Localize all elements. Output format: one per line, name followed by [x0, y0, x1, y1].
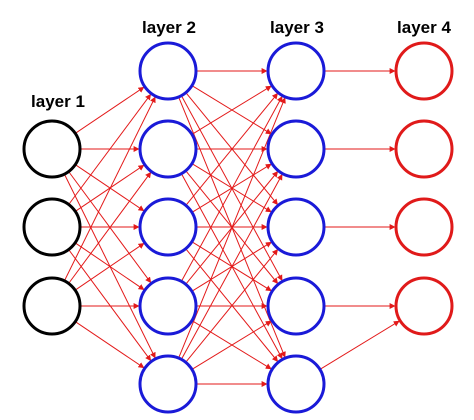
edge-l2n5-l3n4: [191, 320, 272, 370]
neuron-layer2-node5: [138, 354, 198, 414]
neuron-layer2-node4: [138, 276, 198, 336]
edge-l1n2-l2n5: [68, 249, 152, 362]
neuron-layer2-node3: [138, 197, 198, 257]
edge-l2n3-l3n5: [185, 248, 279, 362]
edge-l1n3-l2n2: [68, 171, 152, 284]
neuron-layer1-node1: [22, 119, 82, 179]
neuron-layer4-node4: [394, 276, 454, 336]
edge-l2n2-l3n1: [191, 85, 272, 135]
neuron-layer2-node1: [138, 41, 198, 101]
edge-l1n1-l2n1: [74, 86, 145, 134]
edge-l1n3-l2n3: [74, 242, 145, 291]
neuron-layer4-node2: [394, 119, 454, 179]
edge-l1n3-l2n1: [63, 96, 156, 282]
edge-l1n2-l2n2: [74, 164, 145, 212]
connections: [63, 68, 400, 387]
layer-2-label: layer 2: [142, 18, 196, 37]
neuron-layer3-node1: [266, 41, 326, 101]
neuron-layer3-node5: [266, 354, 326, 414]
neuron-layer4-node1: [394, 41, 454, 101]
edge-l2n5-l3n1: [178, 97, 286, 359]
edge-l2n3-l3n1: [185, 92, 278, 206]
neuron-layer1-node3: [22, 276, 82, 336]
neuron-layer3-node3: [266, 197, 326, 257]
edge-l2n4-l3n1: [180, 95, 283, 282]
layer-3-label: layer 3: [270, 18, 324, 37]
edge-l2n3-l3n2: [191, 163, 272, 213]
neuron-layer4-node3: [394, 197, 454, 257]
neuron-layer3-node4: [266, 276, 326, 336]
neuron-layer2-node2: [138, 119, 198, 179]
layer-4-label: layer 4: [397, 18, 451, 37]
edge-l2n5-l3n3: [185, 249, 279, 363]
layer-1-label: layer 1: [31, 92, 85, 111]
edge-l2n5-l3n2: [180, 173, 283, 360]
edge-l1n2-l2n1: [68, 93, 152, 205]
neuron-layer1-node2: [22, 197, 82, 257]
edge-l3n5-l4n4: [319, 320, 400, 370]
neuron-layer3-node2: [266, 119, 326, 179]
neurons: [22, 41, 454, 414]
edge-l1n3-l2n5: [74, 321, 145, 369]
